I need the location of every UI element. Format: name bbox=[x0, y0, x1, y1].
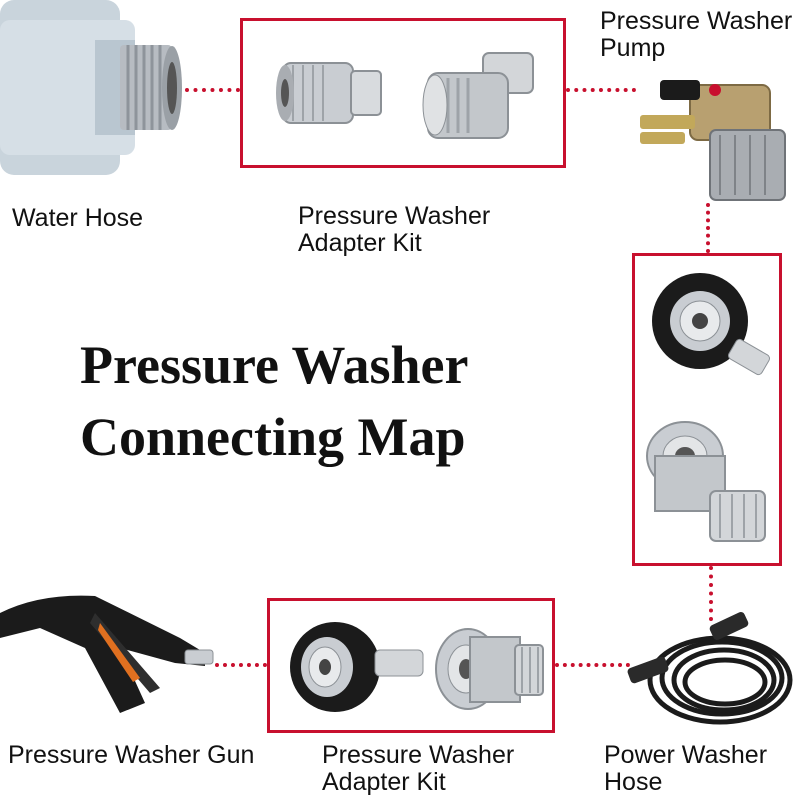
water-hose-icon bbox=[0, 0, 182, 175]
water-hose-image bbox=[0, 0, 190, 190]
gun-label: Pressure Washer Gun bbox=[8, 741, 255, 769]
garden-hose-adapter-icon bbox=[422, 52, 534, 139]
hose-label-line2: Hose bbox=[604, 768, 663, 796]
adapter-kit-bottom-label-line2: Adapter Kit bbox=[322, 768, 446, 796]
quick-connect-coupler-icon bbox=[276, 62, 382, 124]
page-title-line2: Connecting Map bbox=[80, 407, 466, 467]
connector-line bbox=[555, 663, 630, 667]
gun-image bbox=[0, 568, 220, 718]
power-hose-image bbox=[610, 600, 800, 735]
power-hose-icon bbox=[627, 612, 793, 725]
pump-label-line2: Pump bbox=[600, 34, 666, 62]
water-hose-label: Water Hose bbox=[12, 204, 144, 232]
pump-icon bbox=[640, 80, 786, 201]
pump-image bbox=[620, 60, 795, 205]
pump-label-line1: Pressure Washer bbox=[600, 7, 793, 35]
connector-line bbox=[709, 566, 713, 621]
gun-icon bbox=[0, 595, 214, 713]
connector-line bbox=[706, 203, 710, 253]
quick-connect-coupler-icon bbox=[435, 628, 544, 710]
adapter-kit-top-label-line1: Pressure Washer bbox=[298, 202, 491, 230]
m22-coupler-icon bbox=[652, 273, 770, 376]
connector-line bbox=[215, 663, 267, 667]
adapter-kit-top-frame bbox=[240, 18, 566, 168]
adapter-kit-right-frame bbox=[632, 253, 782, 566]
adapter-kit-top-label-line2: Adapter Kit bbox=[298, 229, 422, 257]
adapter-kit-bottom-frame bbox=[267, 598, 555, 733]
quick-connect-coupler-icon bbox=[646, 421, 766, 542]
hose-label-line1: Power Washer bbox=[604, 741, 768, 769]
connector-line bbox=[185, 88, 240, 92]
connector-line bbox=[566, 88, 636, 92]
page-title-line1: Pressure Washer bbox=[80, 335, 469, 395]
m22-coupler-icon bbox=[290, 622, 424, 712]
adapter-kit-bottom-label-line1: Pressure Washer bbox=[322, 741, 515, 769]
